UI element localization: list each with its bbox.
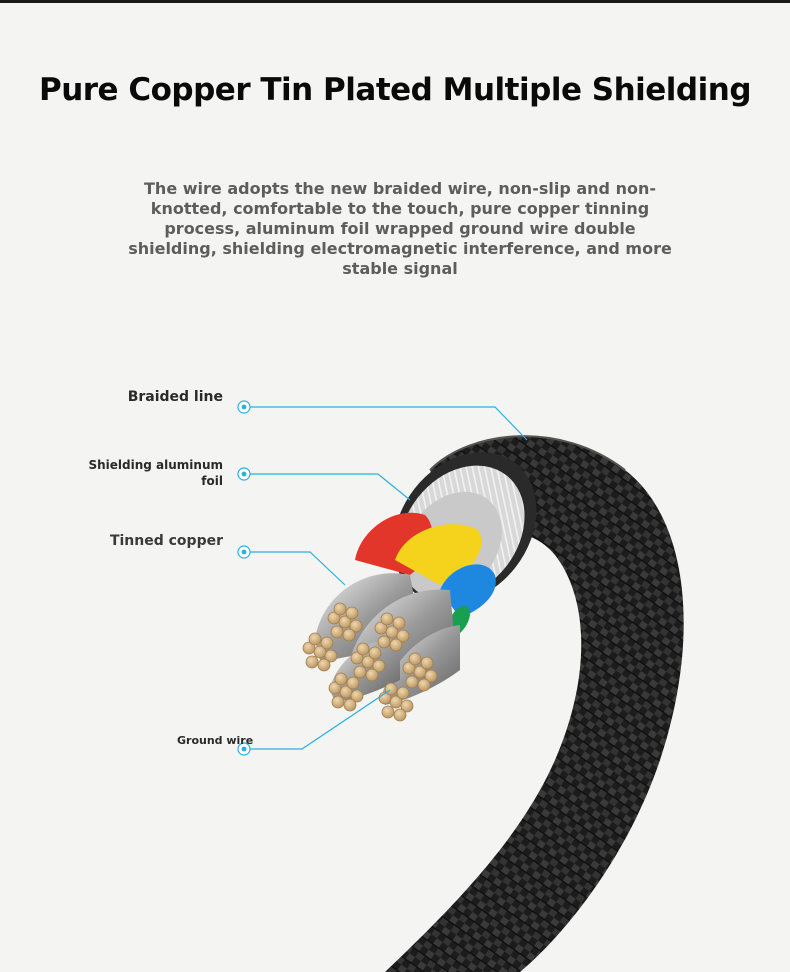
ground-leader [244, 689, 391, 750]
top-border [0, 0, 790, 3]
page-title: Pure Copper Tin Plated Multiple Shieldin… [38, 72, 752, 108]
callout-shielding-foil: Shielding aluminum foil [88, 458, 223, 488]
foil-leader [244, 473, 411, 501]
braided-leader [244, 406, 528, 441]
callout-braided-line: Braided line [127, 389, 223, 405]
tinned-leader [244, 551, 346, 586]
callout-ground-wire: Ground wire [177, 734, 254, 747]
cable-body [385, 436, 684, 972]
copper-bundles [302, 602, 438, 722]
callout-lines [244, 406, 528, 750]
description-text: The wire adopts the new braided wire, no… [128, 179, 672, 278]
callout-markers [237, 400, 251, 756]
callout-tinned-copper: Tinned copper [109, 533, 223, 549]
